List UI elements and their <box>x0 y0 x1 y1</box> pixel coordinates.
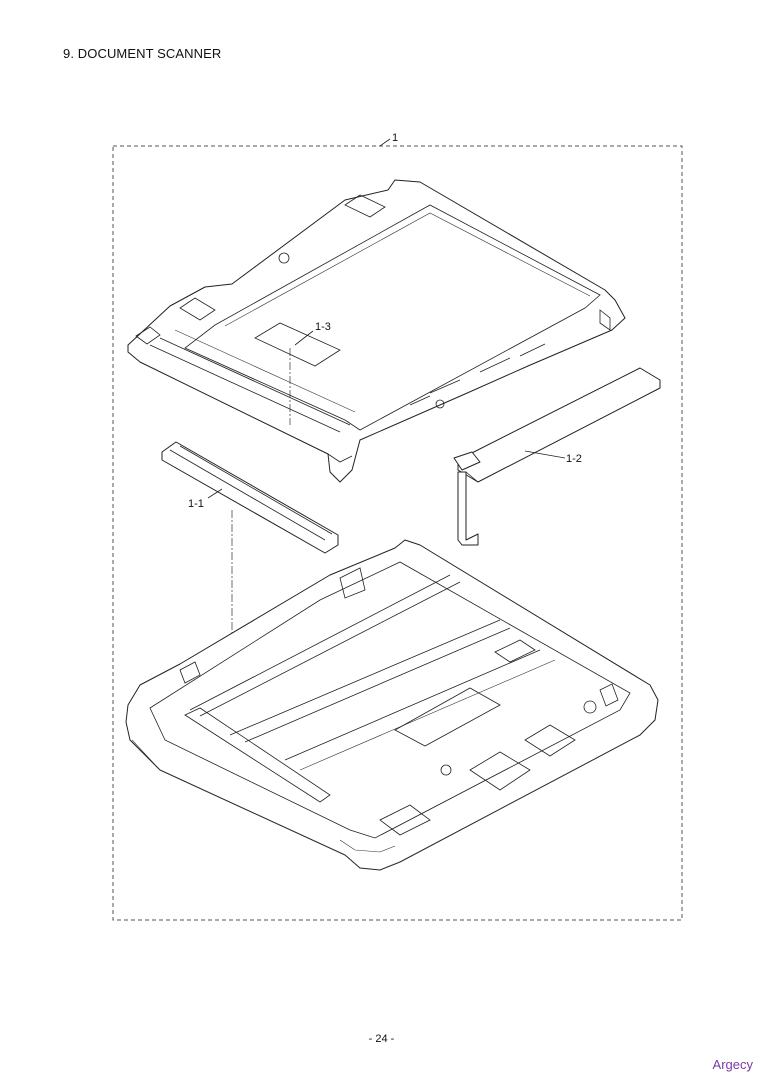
support-bar-part: 1-2 <box>453 367 661 546</box>
callout-1-3-label: 1-3 <box>315 321 331 333</box>
scanner-base-tray <box>125 539 659 871</box>
callout-1-1-label: 1-1 <box>188 498 204 510</box>
scanner-top-frame: 1-3 <box>127 179 626 483</box>
callout-1: 1 <box>379 132 398 147</box>
callout-1-2-label: 1-2 <box>566 453 582 465</box>
watermark: Argecy <box>712 1057 753 1072</box>
page-title: 9. DOCUMENT SCANNER <box>63 46 222 61</box>
assembly-boundary <box>112 145 683 921</box>
page-number: - 24 - <box>368 1033 395 1045</box>
callout-1-label: 1 <box>392 132 398 144</box>
